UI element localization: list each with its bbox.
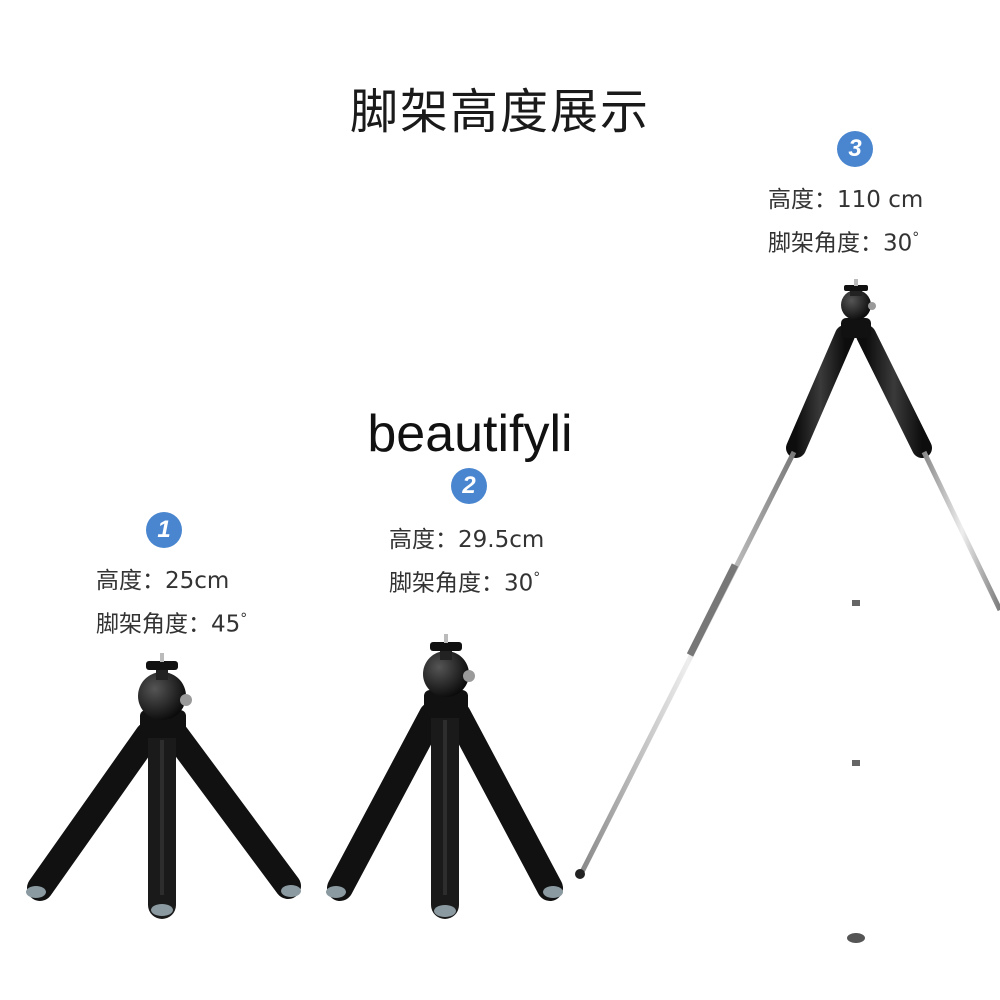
tripod-3-spec: 高度：110 cm 脚架角度：30° [768,181,923,263]
tripod-3-number-badge: 3 [837,131,873,167]
angle-label: 脚架角度： [96,611,211,638]
badge-number: 3 [848,135,862,162]
height-row: 高度：110 cm [768,181,923,219]
height-row: 高度：29.5cm [389,521,544,559]
angle-label: 脚架角度： [389,570,504,597]
angle-value: 30 [504,570,534,597]
tripod-2-image [326,634,563,919]
tripod-1-number-badge: 1 [146,512,182,548]
angle-row: 脚架角度：30° [768,219,923,263]
height-label: 高度： [768,187,837,213]
height-value: 29.5cm [458,527,545,553]
angle-value: 45 [211,611,241,638]
height-row: 高度：25cm [96,562,247,600]
height-label: 高度： [96,568,165,594]
angle-row: 脚架角度：45° [96,600,247,644]
brand-watermark: beautifyli [367,405,573,463]
tripod-1-spec: 高度：25cm 脚架角度：45° [96,562,247,644]
degree-symbol: ° [240,611,248,627]
height-label: 高度： [389,527,458,553]
degree-symbol: ° [533,570,541,586]
angle-label: 脚架角度： [768,230,883,257]
badge-number: 2 [462,472,476,499]
tripod-3-image [575,279,1000,943]
page-title: 脚架高度展示 [349,84,650,140]
angle-row: 脚架角度：30° [389,559,544,603]
degree-symbol: ° [912,230,920,246]
tripod-1-image [26,653,301,919]
tripod-2-spec: 高度：29.5cm 脚架角度：30° [389,521,544,603]
height-value: 110 cm [837,187,924,213]
height-value: 25cm [165,568,230,594]
badge-number: 1 [157,516,171,543]
angle-value: 30 [883,230,913,257]
tripod-2-number-badge: 2 [451,468,487,504]
